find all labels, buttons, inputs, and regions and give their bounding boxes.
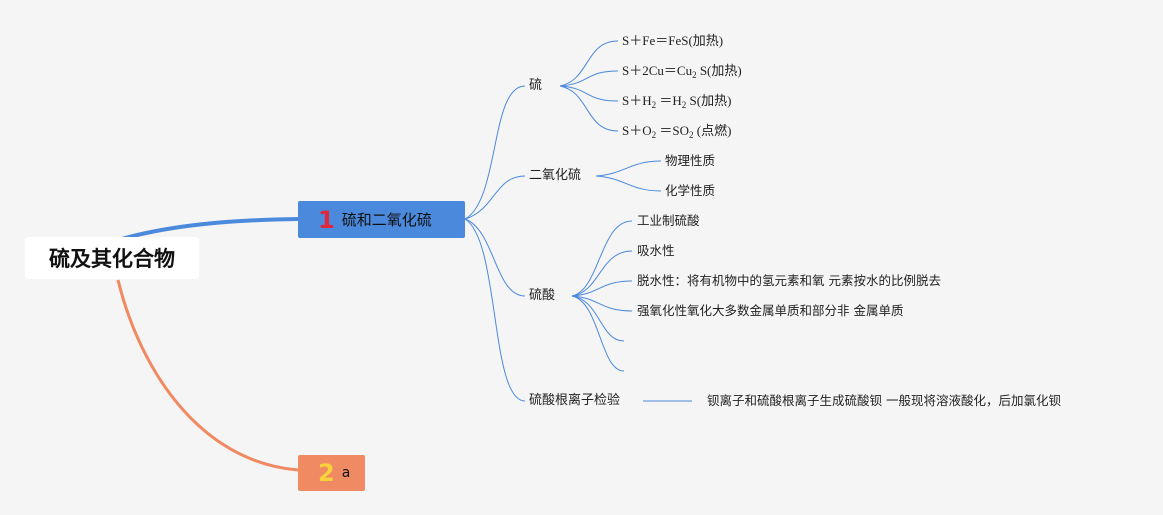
- link-sulfur-leaf-4: [559, 85, 619, 132]
- link-so2-leaf-2: [595, 175, 662, 192]
- link-sulfur-leaf-3: [559, 85, 619, 102]
- link-sulfur-leaf-1: [559, 40, 619, 87]
- link-topic1-h2so4: [464, 218, 526, 297]
- h2so4-leaf-4[interactable]: 强氧化性氧化大多数金属单质和部分非 金属单质: [637, 303, 903, 319]
- sulfur-leaf-4[interactable]: S＋O2 ＝SO2 (点燃): [622, 123, 732, 140]
- link-topic1-so2: [464, 175, 526, 220]
- link-h2so4-leaf-4: [571, 295, 633, 312]
- topic-node-2[interactable]: 2 a: [298, 455, 365, 491]
- sulfur-leaf-2[interactable]: S＋2Cu＝Cu2 S(加热): [622, 63, 742, 80]
- so2-leaf-2-label: 化学性质: [665, 183, 716, 198]
- h2so4-leaf-1[interactable]: 工业制硫酸: [637, 213, 700, 229]
- topic-label-1: 硫和二氧化硫: [341, 211, 432, 229]
- link-h2so4-leaf-6: [571, 295, 625, 372]
- branch-so2[interactable]: 二氧化硫: [529, 168, 581, 184]
- link-topic1-sulfate-test: [464, 218, 526, 402]
- h2so4-leaf-3[interactable]: 脱水性：将有机物中的氢元素和氧 元素按水的比例脱去: [637, 273, 941, 289]
- link-h2so4-leaf-5: [571, 295, 625, 342]
- sulfur-leaf-3-label: S＋H2 ＝H2 S(加热): [622, 93, 732, 110]
- branch-h2so4-label: 硫酸: [529, 288, 556, 303]
- branch-h2so4[interactable]: 硫酸: [529, 288, 555, 304]
- sulfur-leaf-3[interactable]: S＋H2 ＝H2 S(加热): [622, 93, 732, 110]
- branch-sulfate-test-label: 硫酸根离子检验: [529, 393, 621, 408]
- h2so4-leaf-1-label: 工业制硫酸: [637, 213, 700, 228]
- h2so4-leaf-4-label: 强氧化性氧化大多数金属单质和部分非 金属单质: [637, 303, 904, 318]
- sulfur-leaf-1[interactable]: S＋Fe＝FeS(加热): [622, 33, 723, 49]
- sulfur-leaf-1-label: S＋Fe＝FeS(加热): [622, 33, 724, 48]
- topic-node-1[interactable]: 1 硫和二氧化硫: [298, 201, 465, 238]
- h2so4-leaf-2[interactable]: 吸水性: [637, 243, 675, 259]
- branch-sulfate-test[interactable]: 硫酸根离子检验: [529, 393, 620, 409]
- topic-number-2: 2: [318, 459, 335, 487]
- sulfate-test-leaf-label: 钡离子和硫酸根离子生成硫酸钡 一般现将溶液酸化，后加氯化钡: [707, 393, 1061, 408]
- root-node[interactable]: 硫及其化合物: [25, 237, 199, 279]
- link-h2so4-leaf-3: [571, 280, 633, 297]
- link-root-topic1: [117, 217, 299, 242]
- h2so4-leaf-3-label: 脱水性：将有机物中的氢元素和氧 元素按水的比例脱去: [637, 273, 941, 288]
- link-h2so4-leaf-2: [571, 250, 633, 297]
- link-h2so4-leaf-1: [571, 220, 633, 297]
- branch-sulfur[interactable]: 硫: [529, 78, 542, 94]
- h2so4-leaf-2-label: 吸水性: [637, 243, 675, 258]
- root-label: 硫及其化合物: [49, 247, 175, 271]
- so2-leaf-1-label: 物理性质: [665, 153, 716, 168]
- topic-label-2: a: [341, 465, 351, 481]
- sulfur-leaf-2-label: S＋2Cu＝Cu2 S(加热): [622, 63, 742, 80]
- link-root-topic2: [116, 279, 299, 472]
- sulfur-leaf-4-label: S＋O2 ＝SO2 (点燃): [622, 123, 732, 140]
- branch-sulfur-label: 硫: [529, 78, 543, 93]
- link-topic1-sulfur: [464, 85, 526, 220]
- so2-leaf-1[interactable]: 物理性质: [665, 153, 715, 169]
- topic-number-1: 1: [318, 205, 335, 234]
- link-sulfur-leaf-2: [559, 70, 619, 87]
- branch-so2-label: 二氧化硫: [529, 168, 582, 183]
- sulfate-test-leaf[interactable]: 钡离子和硫酸根离子生成硫酸钡 一般现将溶液酸化，后加氯化钡: [707, 393, 1061, 409]
- link-so2-leaf-1: [595, 160, 662, 177]
- so2-leaf-2[interactable]: 化学性质: [665, 183, 715, 199]
